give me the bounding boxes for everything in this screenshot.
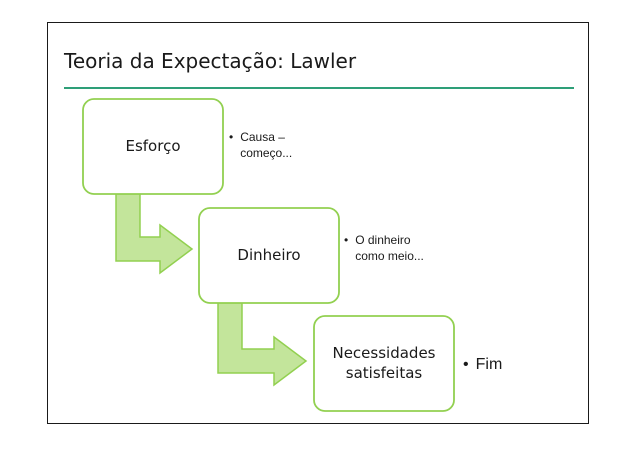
step-note-text: Causa – começo... bbox=[240, 130, 293, 161]
slide-title: Teoria da Expectação: Lawler bbox=[64, 49, 357, 73]
bullet-dot: • bbox=[229, 130, 234, 144]
step-note-esforco: • Causa – começo... bbox=[229, 129, 310, 161]
step-box-dinheiro bbox=[198, 207, 340, 304]
step-box-esforco bbox=[82, 98, 224, 195]
bullet-dot: • bbox=[344, 233, 349, 247]
step-label-necessidades: Necessidades satisfeitas bbox=[332, 344, 436, 382]
step-note-dinheiro: • O dinheiro como meio... bbox=[344, 232, 425, 264]
bullet-dot: • bbox=[463, 356, 469, 373]
bent-arrow-1 bbox=[115, 191, 194, 275]
step-box-necessidades bbox=[313, 315, 455, 412]
step-label-dinheiro: Dinheiro bbox=[237, 245, 301, 264]
step-note-text: Fim bbox=[475, 356, 503, 373]
bent-arrow-2 bbox=[217, 299, 308, 387]
step-note-necessidades: • Fim bbox=[463, 355, 502, 376]
step-label-esforco: Esforço bbox=[125, 136, 181, 155]
step-note-text: O dinheiro como meio... bbox=[355, 233, 424, 264]
title-underline bbox=[64, 87, 574, 89]
